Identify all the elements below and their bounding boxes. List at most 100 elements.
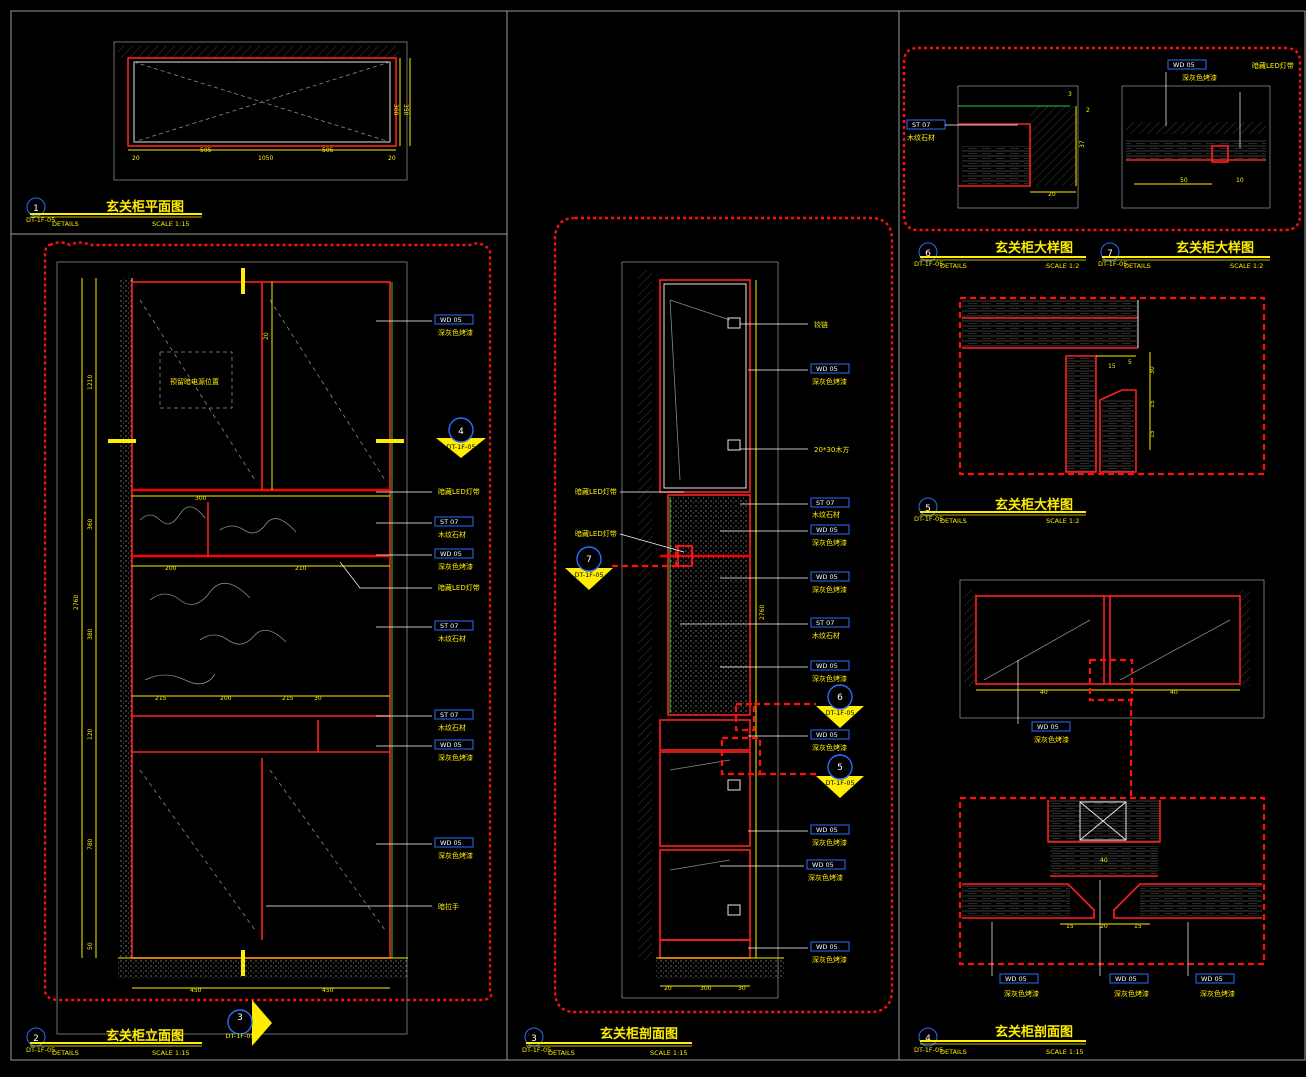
callout-tag: WD 05 — [816, 662, 838, 670]
view-title: 玄关柜大样图 — [1176, 240, 1254, 256]
dim: 380 — [87, 628, 94, 640]
callout-tag: WD 05 — [1201, 975, 1223, 983]
callout-text: 深灰色烤漆 — [812, 955, 847, 964]
revision-cloud — [553, 216, 894, 1014]
dim: 20 — [132, 155, 140, 162]
detail-marker-5: 5 DT-1F-05 — [816, 754, 864, 798]
view-number-circle — [26, 197, 46, 217]
details-label: DETAILS — [52, 220, 79, 228]
callout-text: 暗藏LED灯带 — [1252, 61, 1294, 70]
dim: 40 — [1170, 689, 1178, 696]
callout-text: 深灰色烤漆 — [812, 674, 847, 683]
view-number: 6 — [925, 249, 931, 259]
marker-number: 3 — [237, 1013, 243, 1023]
scale-label: SCALE 1:2 — [1046, 262, 1079, 270]
scale-label: SCALE 1:15 — [650, 1049, 688, 1057]
dim: 40 — [1100, 857, 1108, 864]
view-title: 玄关柜剖面图 — [600, 1026, 678, 1042]
details-label: DETAILS — [1124, 262, 1151, 270]
callout-tag: WD 05 — [1005, 975, 1027, 983]
dim: 50 — [87, 942, 94, 950]
sheet-ref: DT-1F-05 — [914, 1046, 943, 1054]
marker-ref: DT-1F-05 — [825, 709, 854, 717]
dim: 15 — [1066, 923, 1074, 930]
view-title: 玄关柜大样图 — [995, 497, 1073, 513]
dim: 20 — [1048, 191, 1056, 198]
elevation-view: 预留暗电源位置 2760 1210 360 380 120 780 50 20 … — [26, 241, 493, 1057]
callout-tag: WD 05 — [816, 826, 838, 834]
dim: 15 — [1134, 923, 1142, 930]
detail-4: 40 40 WD 05 深灰色烤漆 40 15 20 15 WD 05 深灰色烤… — [914, 579, 1266, 1056]
callout-tag: WD 05 — [812, 861, 834, 869]
callout-tag: WD 05 — [816, 731, 838, 739]
dim: 2760 — [73, 595, 80, 610]
callout-tag: WD 05 — [440, 839, 462, 847]
callout-text: 木纹石材 — [438, 723, 466, 732]
dim: 30 — [1149, 366, 1156, 374]
marker-number: 4 — [458, 427, 464, 437]
callout-text: 暗藏LED灯带 — [575, 487, 617, 496]
details-label: DETAILS — [940, 262, 967, 270]
callout-tag: WD 05 — [816, 573, 838, 581]
dim: 20 — [263, 332, 270, 340]
callout-text: 深灰色烤漆 — [812, 838, 847, 847]
callout-text: 木纹石材 — [438, 530, 466, 539]
details-6-7: 37 3 2 20 ST 07 木纹石材 50 10 WD 05 深灰色烤漆 暗… — [902, 46, 1302, 270]
marker-number: 5 — [837, 763, 843, 773]
dim: 780 — [87, 838, 94, 850]
scale-label: SCALE 1:15 — [1046, 1048, 1084, 1056]
details-label: DETAILS — [548, 1049, 575, 1057]
view-title: 玄关柜平面图 — [106, 199, 184, 215]
marker-ref: DT-1F-05 — [825, 779, 854, 787]
plan-view: 505 1050 505 20 20 300 350 1 DT-1F-05 玄关… — [26, 41, 411, 228]
sheet-ref: DT-1F-05 — [26, 1046, 55, 1054]
scale-label: SCALE 1:15 — [152, 1049, 190, 1057]
callout-tag: ST 07 — [440, 622, 458, 630]
dim: 15 — [1149, 400, 1156, 408]
callout-tag: WD 05 — [1037, 723, 1059, 731]
elevation-callouts: WD 05 深灰色烤漆 暗藏LED灯带 ST 07 木纹石材 WD 05 深灰色… — [266, 314, 480, 911]
callout-tag: ST 07 — [816, 619, 834, 627]
callout-text: 深灰色烤漆 — [812, 743, 847, 752]
marker-ref: DT-1F-05 — [225, 1032, 254, 1040]
callout-text: 20*30木方 — [814, 445, 849, 454]
callout-tag: ST 07 — [440, 711, 458, 719]
sheet-ref: DT-1F-05 — [522, 1046, 551, 1054]
dim: 200 — [165, 565, 177, 572]
callout-text: 木纹石材 — [438, 634, 466, 643]
sheet-border — [10, 10, 1306, 1061]
dim: 40 — [1040, 689, 1048, 696]
callout-text: 深灰色烤漆 — [1200, 989, 1235, 998]
dim: 215 — [155, 695, 167, 702]
callout-tag: WD 05 — [816, 365, 838, 373]
dim: 5 — [1128, 359, 1132, 366]
dim: 20 — [664, 985, 672, 992]
dim: 30 — [314, 695, 322, 702]
callout-tag: ST 07 — [440, 518, 458, 526]
section-marker-4: 4 DT-1F-05 — [436, 417, 486, 458]
detail-marker-6: 6 DT-1F-05 — [816, 684, 864, 728]
callout-tag: WD 05 — [440, 741, 462, 749]
sheet-ref: DT-1F-05 — [26, 216, 55, 224]
callout-tag: WD 05 — [1115, 975, 1137, 983]
view-number: 1 — [33, 204, 39, 214]
details-label: DETAILS — [52, 1049, 79, 1057]
details-label: DETAILS — [940, 1048, 967, 1056]
dim: 1050 — [258, 155, 273, 162]
sheet-ref: DT-1F-05 — [914, 260, 943, 268]
callout-text: 深灰色烤漆 — [812, 585, 847, 594]
callout-text: 深灰色烤漆 — [808, 873, 843, 882]
callout-text: 深灰色烤漆 — [812, 538, 847, 547]
view-number: 2 — [33, 1034, 39, 1044]
sheet-ref: DT-1F-05 — [1098, 260, 1127, 268]
dim: 300 — [195, 495, 207, 502]
scale-label: SCALE 1:2 — [1046, 517, 1079, 525]
revision-cloud — [43, 241, 493, 1002]
dim: 360 — [87, 518, 94, 530]
callout-tag: WD 05 — [816, 943, 838, 951]
callout-text: 木纹石材 — [812, 510, 840, 519]
callout-text: 暗藏LED灯带 — [438, 583, 480, 592]
callout-text: 木纹石材 — [812, 631, 840, 640]
dim: 20 — [1100, 923, 1108, 930]
